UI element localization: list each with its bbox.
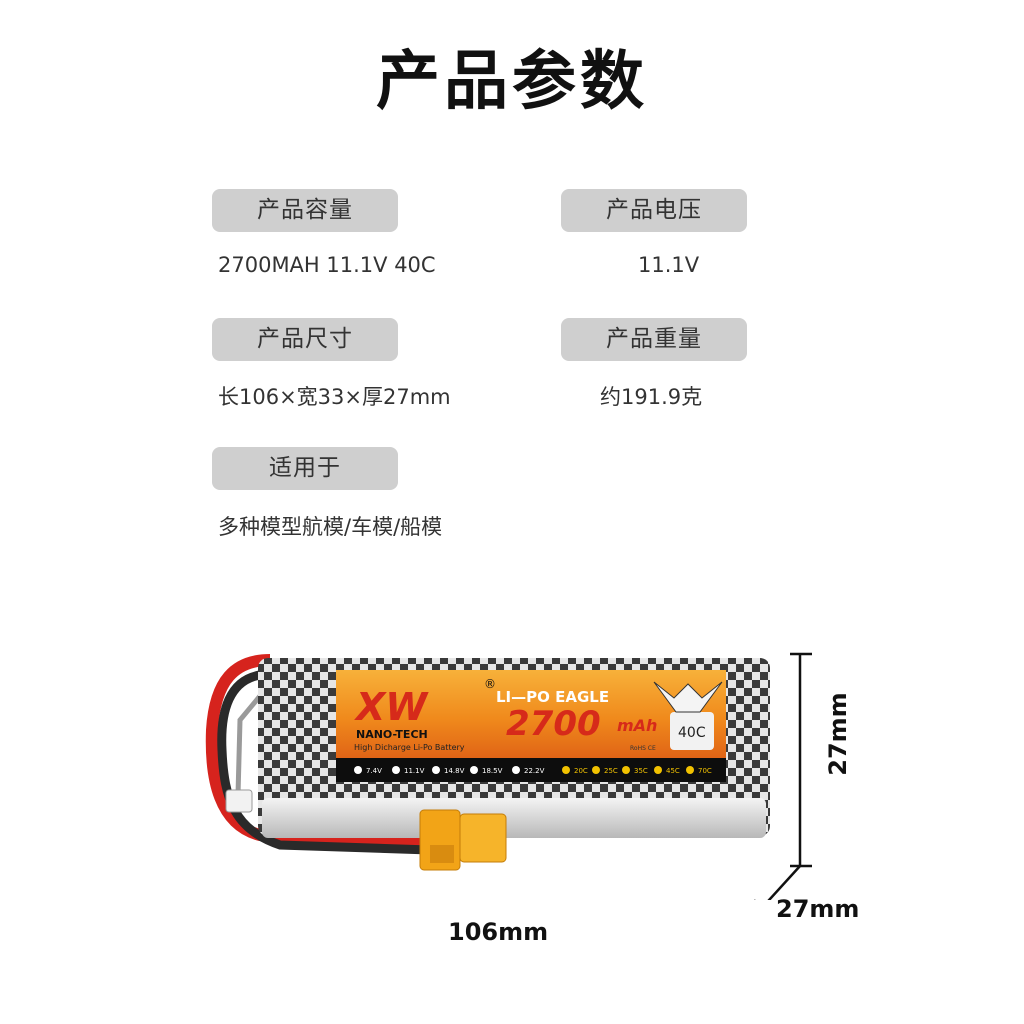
balance-plug [225,789,253,813]
xt60-connector [419,809,507,871]
c-rating-box [670,712,714,750]
registered-mark: ® [484,677,496,691]
capacity-value: 2700MAH 11.1V 40C [218,253,436,277]
voltage-option: 22.2V [524,767,545,775]
dimension-lines [754,652,812,900]
voltage-option: 11.1V [404,767,425,775]
battery-photo: XW ® LI—PO EAGLE 2700 mAh NANO-TECH High… [205,652,812,900]
balance-wire [235,688,267,796]
c-option: 25C [604,767,618,775]
length-dimension: 106mm [448,918,549,946]
usage-label: 适用于 [212,447,398,490]
cert-marks: RoHS CE [630,745,656,752]
brand-logo: XW [354,685,429,729]
c-options: 20C 25C 35C 45C 70C [562,766,712,775]
voltage-options: 7.4V 11.1V 14.8V 18.5V 22.2V [354,766,545,775]
red-wire [205,654,431,846]
maker: NANO-TECH [356,728,428,741]
voltage-value: 11.1V [638,253,700,277]
capacity-big: 2700 [506,704,601,744]
product-line: LI—PO EAGLE [496,688,609,706]
weight-value: 约191.9克 [600,385,703,409]
depth-dimension: 27mm [776,895,860,923]
size-value: 长106×宽33×厚27mm [218,385,451,409]
battery-bottom [262,798,766,838]
c-option: 45C [666,767,680,775]
black-wire [217,670,431,855]
voltage-label: 产品电压 [561,189,747,232]
battery-label [336,670,726,758]
c-rating: 40C [678,725,706,741]
usage-value: 多种模型航模/车模/船模 [218,515,443,539]
size-label: 产品尺寸 [212,318,398,361]
page-title: 产品参数 [376,45,648,119]
eagle-icon [653,681,723,713]
c-option: 35C [634,767,648,775]
capacity-label: 产品容量 [212,189,398,232]
tagline: High Dicharge Li-Po Battery [354,743,465,752]
weight-label: 产品重量 [561,318,747,361]
height-dimension: 27mm [824,692,852,776]
voltage-option: 7.4V [366,767,382,775]
c-option: 70C [698,767,712,775]
capacity-unit: mAh [617,716,657,735]
c-option: 20C [574,767,588,775]
voltage-option: 18.5V [482,767,503,775]
voltage-option: 14.8V [444,767,465,775]
